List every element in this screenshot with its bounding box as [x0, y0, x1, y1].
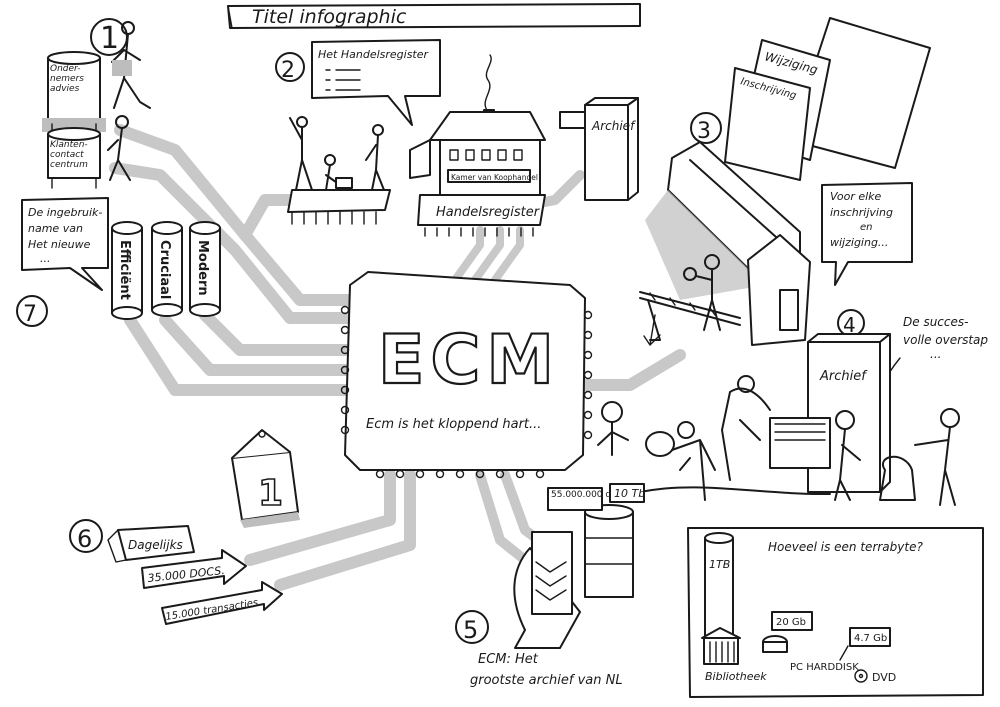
caption-line-2: grootste archief van NL — [470, 673, 623, 688]
title-banner: Titel infographic — [227, 3, 641, 29]
archive-cabinet-icon: Archief — [559, 97, 639, 201]
section-3-registration: Wijziging Inschrijving Voor elke inschri… — [639, 17, 931, 346]
bubble7-line-4: ... — [40, 252, 51, 265]
archive-label-4: Archief — [819, 369, 868, 384]
building-label: Handelsregister — [436, 205, 541, 220]
pc-size-label: 20 Gb — [776, 617, 806, 628]
chip-pins — [340, 305, 593, 479]
section-5-largest-archive: 55.000.000 doc. 10 Tb ECM: Het grootste … — [470, 483, 645, 688]
docs-count-label: 55.000.000 doc. — [551, 490, 624, 500]
barrel-top-label: Onder-nemers advies — [50, 64, 84, 94]
section-number-2: 2 — [281, 58, 295, 83]
storage-tanks — [513, 504, 634, 649]
second-person-icon — [107, 115, 131, 181]
dvd-icon: 4.7 Gb DVD — [839, 627, 896, 684]
section-2-handelsregister: Het Handelsregister — [287, 39, 639, 237]
section-number-6: 6 — [77, 525, 92, 553]
ecm-chip: ECM Ecm is het kloppend hart... — [340, 271, 593, 479]
library-label: Bibliotheek — [705, 670, 767, 683]
pc-label: PC HARDDISK — [790, 662, 859, 673]
workers-carrying-icon — [597, 375, 960, 506]
drum-label-efficient: Efficiënt — [117, 240, 132, 300]
section-number-3: 3 — [697, 119, 711, 144]
banner-daily-label: Dagelijks — [128, 538, 183, 552]
section-number-5: 5 — [463, 616, 478, 644]
section-7-new-system: De ingebruik- name van Het nieuwe ... Ef… — [21, 197, 221, 320]
paper-sheets: Wijziging Inschrijving — [724, 17, 931, 181]
caption-line-1: ECM: Het — [478, 652, 539, 667]
terabyte-comparison-panel: Hoeveel is een terrabyte? 1TB Bibliothee… — [687, 527, 984, 698]
dvd-label: DVD — [872, 671, 896, 684]
terabyte-question: Hoeveel is een terrabyte? — [768, 540, 923, 554]
calendar-day: 1 — [258, 473, 283, 514]
speech-bubble-every-registration: Voor elke inschrijving en wijziging... — [821, 182, 913, 286]
speech-bubble-handelsregister: Het Handelsregister — [311, 39, 441, 126]
bubble4-line-2: volle overstap — [903, 333, 988, 347]
chamber-of-commerce-building-icon: Kamer van Koophandel Handelsregister — [409, 54, 546, 237]
section-number-7: 7 — [23, 302, 37, 327]
pipe-network — [109, 124, 686, 591]
guard-booth-icon — [639, 234, 811, 346]
section-4-migration: De succes- volle overstap ... Archief — [597, 315, 988, 506]
speech-text-successful-transfer: De succes- volle overstap ... — [877, 315, 988, 393]
section-number-1: 1 — [100, 21, 119, 56]
bubble3-line-1: Voor elke — [830, 190, 882, 203]
calendar-icon: 1 — [231, 429, 300, 528]
walking-person-icon — [111, 21, 151, 109]
bubble3-line-2: inschrijving — [830, 206, 893, 219]
section-number-4: 4 — [843, 313, 856, 337]
page-title: Titel infographic — [252, 6, 407, 28]
arrow-daily-docs: 35.000 DOCS. — [141, 549, 247, 589]
drum-label-crucial: Cruciaal — [157, 240, 172, 299]
bubble7-line-3: Het nieuwe — [28, 238, 91, 251]
pc-harddisk-icon: 20 Gb PC HARDDISK — [762, 611, 859, 673]
bubble3-line-3: en — [860, 222, 873, 233]
drum-efficient: Efficiënt — [111, 221, 143, 320]
bubble3-line-4: wijziging... — [830, 236, 888, 249]
barrel-customer-contact: Klanten-contact centrum — [47, 127, 101, 189]
tb-count-label: 10 Tb — [614, 487, 645, 500]
bubble7-line-2: name van — [28, 222, 83, 235]
ecm-label: ECM — [378, 321, 560, 400]
drum-label-modern: Modern — [195, 240, 210, 296]
library-tb-label: 1TB — [709, 558, 730, 571]
drum-crucial: Cruciaal — [151, 221, 183, 317]
dvd-size-label: 4.7 Gb — [854, 633, 887, 644]
label-10tb: 10 Tb — [609, 483, 645, 503]
label-55m-docs: 55.000.000 doc. — [547, 487, 624, 511]
bubble4-line-1: De succes- — [903, 315, 968, 329]
drum-modern: Modern — [189, 221, 221, 317]
bubble4-line-3: ... — [930, 347, 941, 361]
barrel-entrepreneur-advice: Onder-nemers advies — [42, 51, 106, 141]
section-1-advice-desks: Onder-nemers advies Klanten-contact cent… — [42, 21, 151, 189]
barrel-bottom-label: Klanten-contact centrum — [50, 140, 88, 170]
archive-cabinet-large-icon: Archief — [769, 333, 891, 493]
archive-label-2: Archief — [591, 119, 636, 133]
meeting-people-icon — [287, 116, 391, 225]
bubble7-line-1: De ingebruik- — [28, 206, 102, 219]
building-sign: Kamer van Koophandel — [451, 173, 538, 182]
library-tower-icon: 1TB Bibliotheek — [701, 532, 767, 683]
bubble-title: Het Handelsregister — [318, 48, 430, 61]
banner-daily: Dagelijks — [107, 525, 195, 563]
speech-bubble-new-system: De ingebruik- name van Het nieuwe ... — [21, 197, 109, 291]
arrow-daily-transactions: 15.000 transacties — [161, 581, 283, 625]
ecm-tagline: Ecm is het kloppend hart... — [366, 417, 541, 432]
section-6-daily-volume: 1 Dagelijks 35.000 DOCS. 15.000 transact… — [107, 429, 300, 625]
